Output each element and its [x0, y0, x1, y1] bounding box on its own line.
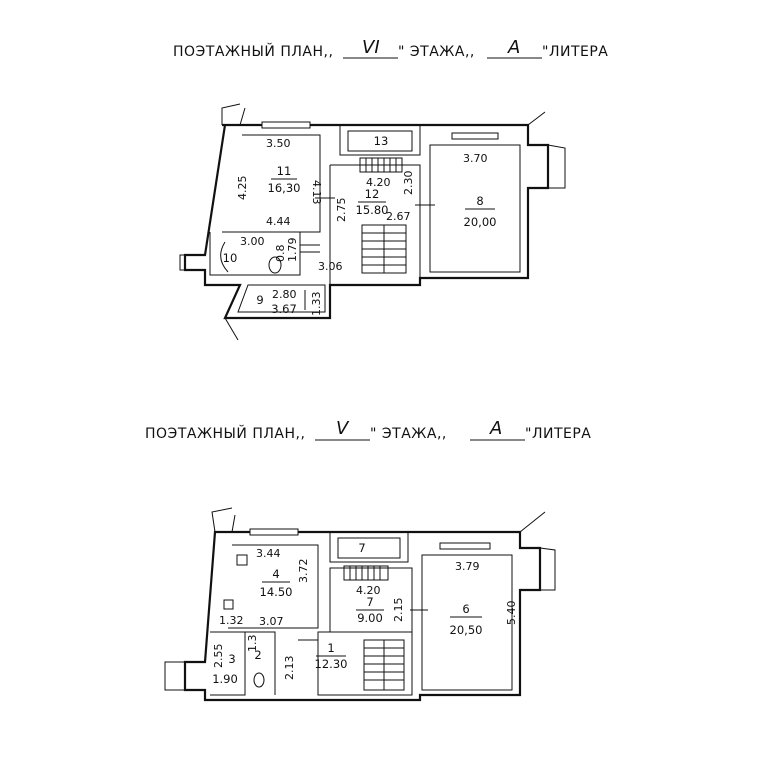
- top-header-floor: VI: [362, 37, 380, 58]
- dimension-label: 3.50: [266, 137, 291, 150]
- dimension-label: 4.20: [356, 584, 381, 597]
- stair-flight: [343, 565, 405, 691]
- window: [261, 121, 311, 129]
- dimension-label: 2.30: [402, 171, 415, 196]
- dimension-label: 4.20: [366, 176, 391, 189]
- stove-symbol: [236, 554, 248, 566]
- window: [439, 542, 491, 550]
- dimension-label: 4.44: [266, 215, 291, 228]
- room-label: 11: [277, 164, 292, 178]
- window: [451, 132, 499, 140]
- dimension-label: 1.32: [219, 614, 244, 627]
- dimension-label: 1.3: [246, 635, 259, 653]
- dimension-label: 2.13: [283, 656, 296, 681]
- room-label: 12: [365, 187, 380, 201]
- bottom-header-suffix: "ЛИТЕРА: [525, 426, 591, 442]
- room-label: 6: [462, 602, 469, 616]
- dimension-label: 4.25: [236, 176, 249, 201]
- bottom-header-mid: " ЭТАЖА,,: [370, 426, 447, 442]
- dimension-label: 3.72: [297, 559, 310, 584]
- dimension-label: 3.00: [240, 235, 265, 248]
- room-label: 7: [366, 595, 373, 609]
- room-label: 13: [374, 134, 389, 148]
- dimension-label: 1.33: [310, 292, 323, 317]
- dimension-label: 2.67: [386, 210, 411, 223]
- room-area: 12.30: [315, 657, 348, 671]
- dimension-label: 2.15: [392, 598, 405, 623]
- dimension-label: 3.44: [256, 547, 281, 560]
- dimension-label: 3.06: [318, 260, 343, 273]
- top-header-prefix: ПОЭТАЖНЫЙ ПЛАН,,: [173, 42, 333, 60]
- room-area: 14.50: [260, 585, 293, 599]
- room-area: 15.80: [356, 203, 389, 217]
- dimension-label: 3.70: [463, 152, 488, 165]
- dimension-label: 5.40: [505, 601, 518, 626]
- bottom-header-letter: А: [489, 418, 502, 439]
- toilet-symbol: [253, 672, 265, 688]
- dimension-label: 3.79: [455, 560, 480, 573]
- room-area: 20,00: [464, 215, 497, 229]
- bottom-header-floor: V: [336, 418, 350, 439]
- dimension-label: 4.13: [310, 180, 323, 205]
- dimension-label: 2.55: [212, 644, 225, 669]
- room-label: 2: [254, 648, 261, 662]
- room-label: 9: [256, 293, 263, 307]
- room-label: 10: [223, 251, 238, 265]
- top-header-letter: А: [507, 37, 520, 58]
- room-area: 16,30: [268, 181, 301, 195]
- toilet-symbol: [268, 256, 282, 274]
- dimension-label: 2.80: [272, 288, 297, 301]
- room-area: 9.00: [357, 611, 383, 625]
- room-label: 3: [228, 652, 235, 666]
- window: [249, 528, 299, 536]
- dimension-label: 1.79: [286, 238, 299, 263]
- room-label: 1: [327, 641, 334, 655]
- room-label: 7: [358, 541, 365, 555]
- dimension-label: 2.75: [335, 198, 348, 223]
- room-area: 20,50: [450, 623, 483, 637]
- bottom-header-prefix: ПОЭТАЖНЫЙ ПЛАН,,: [145, 424, 305, 442]
- bottom-plan-header: ПОЭТАЖНЫЙ ПЛАН,, V " ЭТАЖА,, А "ЛИТЕРА: [145, 418, 591, 442]
- bottom-floor-plan: 4 14.50 7 9.00 7 6 20,50 1 12.30 3 1.90 …: [164, 507, 556, 702]
- top-header-mid: " ЭТАЖА,,: [398, 44, 475, 60]
- room-area: 3.67: [271, 302, 297, 316]
- top-header-suffix: "ЛИТЕРА: [542, 44, 608, 60]
- dimension-label: 0.8: [274, 245, 287, 263]
- top-floor-plan: 11 16,30 12 15.80 13 8 20,00 9 3.67 10 3…: [179, 103, 566, 341]
- room-label: 8: [476, 194, 483, 208]
- room-area: 1.90: [212, 672, 238, 686]
- dimension-label: 3.07: [259, 615, 284, 628]
- room-label: 4: [272, 567, 279, 581]
- stair-flight: [359, 157, 407, 274]
- top-plan-header: ПОЭТАЖНЫЙ ПЛАН,, VI " ЭТАЖА,, А "ЛИТЕРА: [173, 37, 608, 60]
